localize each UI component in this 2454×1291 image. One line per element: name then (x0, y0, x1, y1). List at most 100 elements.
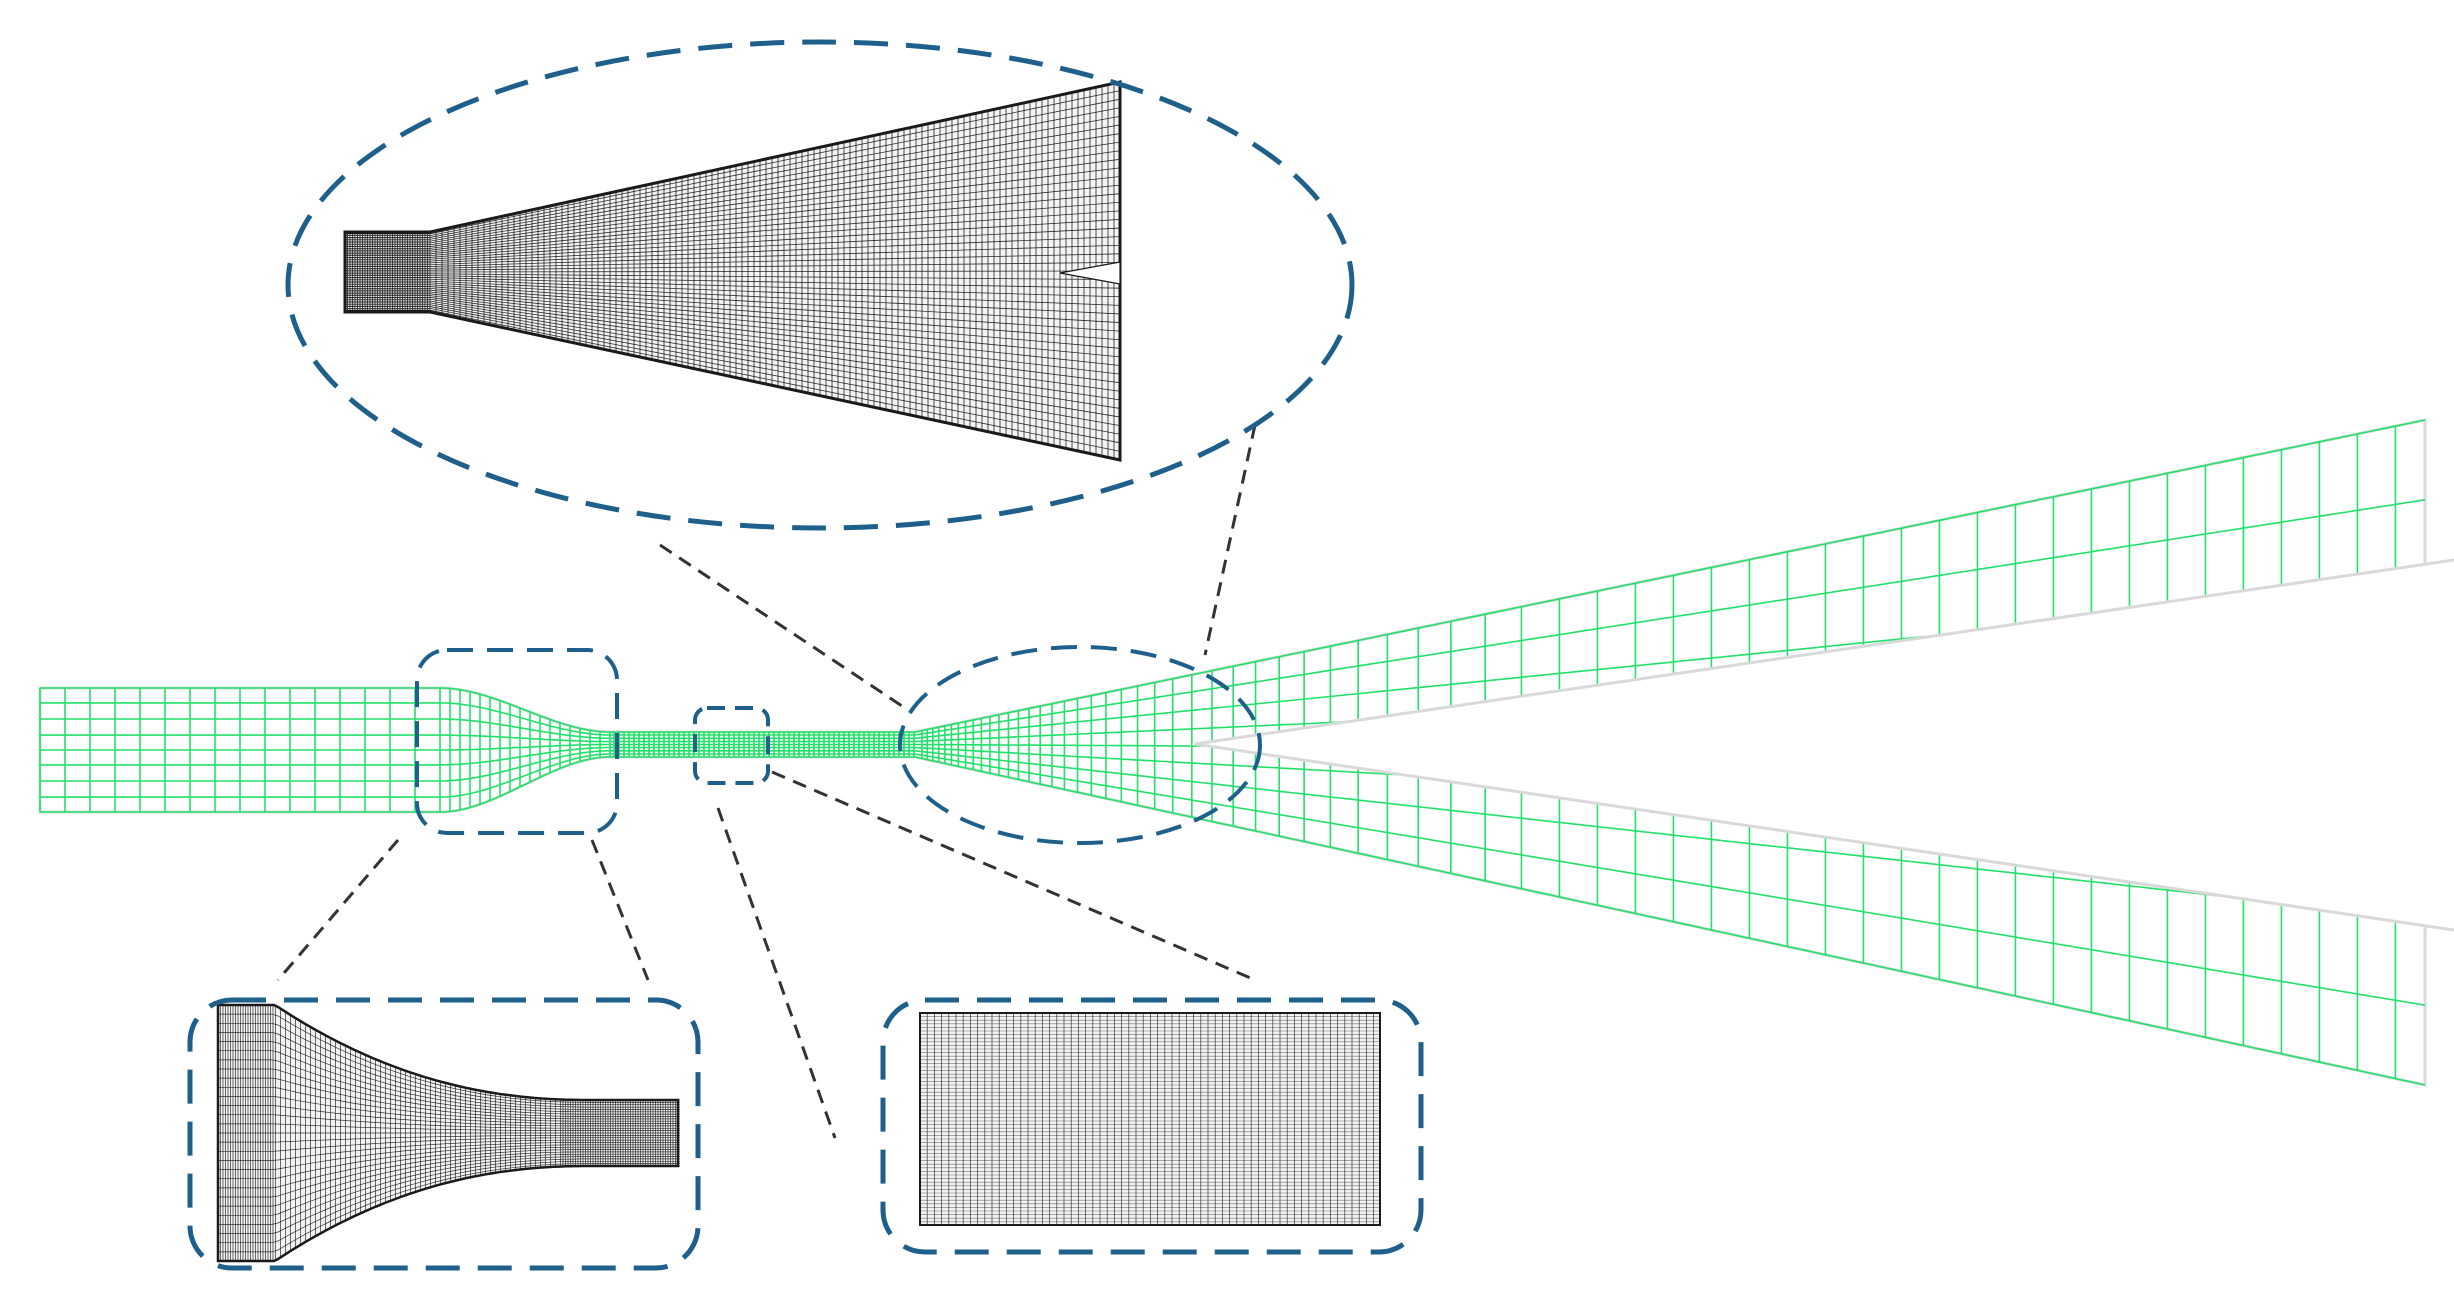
splitter-gap (1195, 560, 2454, 930)
detail-mesh-streamwise (429, 295, 1121, 384)
detail-mesh-streamwise (429, 176, 1121, 253)
detail-mesh-streamwise (218, 1144, 680, 1180)
detail-mesh-streamwise (429, 297, 1121, 392)
converging-section-detail (187, 997, 701, 1271)
mesh-line-streamwise (40, 419, 2426, 733)
throat-region-marker (693, 706, 770, 785)
detail-mesh-streamwise (429, 219, 1121, 262)
splitter-edge-top (1194, 558, 2454, 746)
detail-mesh-streamwise (218, 1139, 680, 1161)
detail-mesh-streamwise (218, 1050, 680, 1113)
detail-mesh-streamwise (218, 1068, 680, 1117)
detail-mesh-streamwise (218, 1158, 680, 1234)
detail-mesh-streamwise (429, 141, 1121, 246)
detail-mesh-streamwise (218, 1153, 680, 1216)
mesh-line-streamwise (40, 756, 2426, 1086)
detail-mesh-streamwise (429, 184, 1121, 255)
region-markers (415, 645, 1262, 845)
diverging-section-detail (285, 39, 1355, 531)
detail-mesh-streamwise (429, 302, 1121, 418)
detail-mesh-streamwise (218, 1032, 680, 1108)
detail-mesh-outline (216, 1003, 680, 1263)
detail-mesh-streamwise (429, 287, 1121, 349)
detail-mesh-streamwise (429, 201, 1121, 258)
detail-mesh-streamwise (429, 133, 1121, 244)
mesh-line-streamwise (40, 499, 2426, 736)
detail-mesh-streamwise (429, 167, 1121, 251)
detail-mesh-streamwise (218, 1105, 680, 1127)
detail-mesh-streamwise (429, 304, 1121, 427)
detail-mesh-streamwise (429, 306, 1121, 435)
detail-mesh-streamwise (218, 1022, 680, 1106)
detail-mesh-streamwise (429, 150, 1121, 247)
detail-mesh-outline (343, 80, 1122, 462)
detail-mesh-streamwise (218, 1149, 680, 1198)
callout-box (187, 997, 701, 1271)
detail-mesh-streamwise (429, 253, 1121, 269)
callout-ellipse (285, 39, 1355, 531)
mesh-line-streamwise (40, 753, 2426, 1006)
exit-region-marker (898, 645, 1262, 845)
detail-mesh-streamwise (218, 1123, 680, 1131)
callout-box (880, 997, 1424, 1255)
detail-mesh-streamwise (429, 270, 1121, 273)
detail-mesh-streamwise (429, 262, 1121, 271)
callout-leader-lines (276, 424, 1257, 1139)
detail-mesh-streamwise (218, 1156, 680, 1225)
detail-mesh-outline (919, 1012, 1381, 1226)
detail-mesh-streamwise (429, 289, 1121, 358)
detail-mesh-streamwise (218, 1059, 680, 1115)
detail-mesh-streamwise (218, 1013, 680, 1103)
detail-mesh-streamwise (218, 1151, 680, 1207)
leader-line (1203, 424, 1257, 656)
detail-mesh-streamwise (429, 282, 1121, 323)
detail-mesh-streamwise (429, 291, 1121, 366)
detail-mesh-streamwise (218, 1077, 680, 1120)
detail-mesh-fill (345, 82, 1120, 460)
leader-line (276, 839, 400, 981)
detail-mesh-streamwise (218, 1137, 680, 1152)
detail-mesh-streamwise (429, 284, 1121, 332)
detail-mesh-streamwise (429, 98, 1121, 237)
converging-region-marker (415, 648, 619, 835)
detail-mesh-streamwise (218, 1041, 680, 1110)
leader-line (590, 839, 650, 981)
detail-mesh-streamwise (429, 278, 1121, 306)
detail-mesh-streamwise (429, 307, 1121, 444)
throat-section-detail (880, 997, 1424, 1255)
detail-mesh-streamwise (218, 1114, 680, 1129)
detail-mesh-streamwise (429, 115, 1121, 240)
detail-mesh-streamwise (429, 90, 1121, 235)
detail-mesh-streamwise (218, 1163, 680, 1253)
detail-mesh-streamwise (429, 244, 1121, 267)
detail-mesh-streamwise (218, 1086, 680, 1122)
detail-mesh-streamwise (429, 300, 1121, 409)
splitter-notch (1059, 261, 1121, 285)
detail-mesh-streamwise (429, 210, 1121, 260)
splitter-edge-bottom (1194, 742, 2454, 932)
detail-mesh-streamwise (218, 1160, 680, 1244)
detail-mesh-streamwise (429, 280, 1121, 315)
detail-mesh-streamwise (429, 193, 1121, 257)
detail-mesh-streamwise (218, 1096, 680, 1124)
detail-mesh-streamwise (429, 124, 1121, 242)
leader-line (771, 770, 1256, 982)
detail-mesh-streamwise (429, 107, 1121, 238)
detail-mesh-streamwise (429, 277, 1121, 298)
detail-mesh-streamwise (429, 236, 1121, 266)
leader-line (659, 543, 909, 712)
detail-mesh-streamwise (429, 298, 1121, 401)
detail-mesh-streamwise (429, 227, 1121, 264)
leader-line (716, 807, 837, 1139)
detail-mesh-streamwise (429, 273, 1121, 280)
detail-mesh-streamwise (429, 286, 1121, 341)
detail-mesh-streamwise (218, 1146, 680, 1189)
detail-mesh-streamwise (429, 293, 1121, 375)
coarse-mesh-overview (38, 418, 2454, 1087)
detail-mesh-streamwise (218, 1135, 680, 1143)
mesh-line-streamwise (40, 750, 2426, 920)
detail-mesh-streamwise (429, 309, 1121, 452)
detail-mesh-streamwise (429, 275, 1121, 289)
